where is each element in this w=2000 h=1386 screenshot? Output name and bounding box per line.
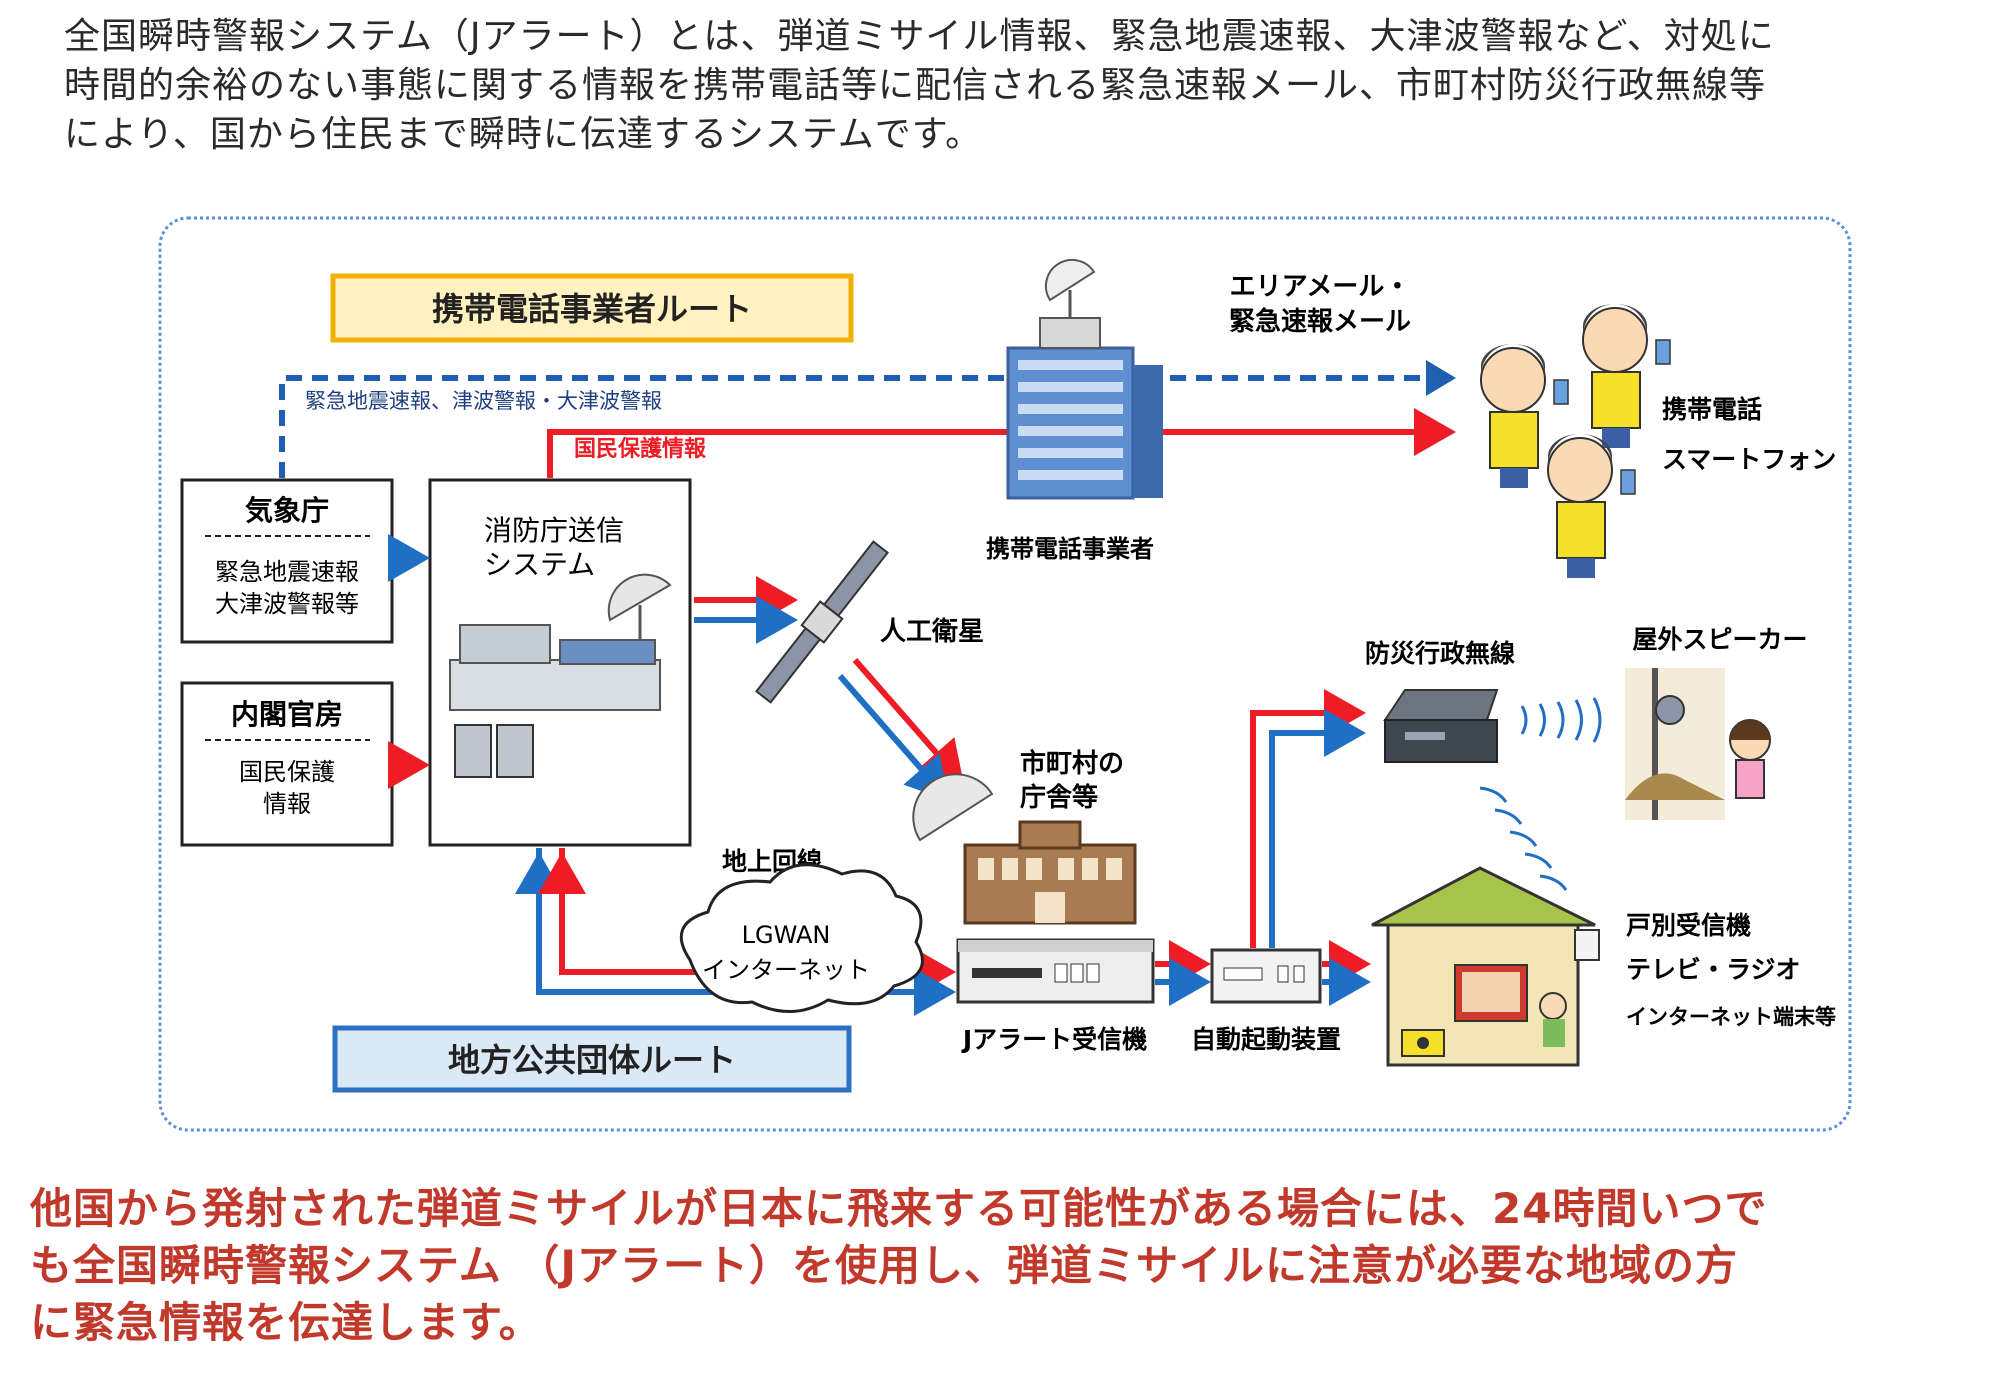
phone-label: 携帯電話	[1662, 395, 1762, 424]
carrier-label: 携帯電話事業者	[986, 535, 1154, 563]
area-mail-line2: 緊急速報メール	[1229, 307, 1411, 337]
intro-line: 全国瞬時警報システム（Jアラート）とは、弾道ミサイル情報、緊急地震速報、大津波警…	[64, 16, 1775, 57]
satellite-icon	[755, 540, 889, 704]
warning-line: 他国から発射された弾道ミサイルが日本に飛来する可能性がある場合には、24時間いつ…	[30, 1184, 1768, 1233]
intro-line: により、国から住民まで瞬時に伝達するシステムです。	[64, 114, 983, 155]
civil-protection-text: 国民保護情報	[574, 436, 707, 462]
warning-line: も全国瞬時警報システム （Jアラート）を使用し、弾道ミサイルに注意が必要な地域の…	[30, 1241, 1738, 1290]
speaker-icon	[1625, 668, 1771, 820]
control-console-icon	[449, 573, 672, 778]
intro-paragraph: 全国瞬時警報システム（Jアラート）とは、弾道ミサイル情報、緊急地震速報、大津波警…	[64, 12, 1964, 159]
tv-radio-label: テレビ・ラジオ	[1626, 955, 1801, 984]
diagram-frame	[158, 216, 1852, 1132]
autostart-to-radio-blue	[1269, 709, 1366, 948]
person-phone-icon	[1582, 304, 1671, 448]
internet-terminal-label: インターネット端末等	[1626, 1005, 1836, 1029]
jma-line1: 緊急地震速報	[215, 558, 359, 586]
radio-equipment-icon	[1383, 689, 1499, 763]
j-alert-receiver-icon	[956, 938, 1155, 1004]
mobile-route-label: 携帯電話事業者ルート	[432, 290, 752, 328]
lgwan-line1: LGWAN	[742, 921, 831, 949]
warning-line: に緊急情報を伝達します。	[30, 1298, 542, 1347]
municipal-line2: 庁舎等	[1020, 782, 1098, 813]
municipal-line1: 市町村の	[1020, 748, 1124, 779]
radio-label: 防災行政無線	[1365, 639, 1515, 668]
quake-route-text: 緊急地震速報、津波警報・大津波警報	[305, 389, 662, 413]
radio-waves-icon	[1479, 697, 1602, 891]
fdma-line2: システム	[484, 548, 595, 581]
quake-route-line	[279, 360, 1456, 478]
auto-start-label: 自動起動装置	[1191, 1025, 1341, 1054]
auto-start-device-icon	[1210, 948, 1322, 1004]
person-phone-icon	[1480, 344, 1569, 488]
lgwan-cloud-icon	[679, 863, 924, 1013]
fdma-line1: 消防庁送信	[484, 514, 624, 547]
satellite-label: 人工衛星	[880, 617, 984, 647]
cabinet-box	[180, 681, 394, 847]
local-route-label: 地方公共団体ルート	[448, 1041, 736, 1079]
carrier-building-icon	[1006, 258, 1163, 500]
warning-paragraph: 他国から発射された弾道ミサイルが日本に飛来する可能性がある場合には、24時間いつ…	[30, 1180, 1980, 1351]
person-phone-icon	[1547, 434, 1636, 578]
jma-line2: 大津波警報等	[215, 590, 359, 618]
cabinet-line1: 国民保護	[239, 758, 335, 786]
house-icon	[1371, 866, 1600, 1067]
home-receiver-label: 戸別受信機	[1626, 911, 1751, 940]
local-route-box	[332, 1025, 852, 1093]
speaker-label: 屋外スピーカー	[1632, 625, 1807, 654]
smartphone-label: スマートフォン	[1662, 445, 1836, 474]
jma-box	[180, 478, 394, 644]
area-mail-line1: エリアメール・	[1230, 272, 1411, 302]
receiver-label: Jアラート受信機	[961, 1025, 1147, 1054]
jma-title: 気象庁	[245, 494, 329, 527]
satellite-to-municipal-blue	[837, 674, 949, 801]
cabinet-title: 内閣官房	[231, 698, 343, 731]
cabinet-line2: 情報	[263, 790, 311, 818]
mobile-route-box	[330, 273, 854, 343]
satellite-to-municipal-red	[852, 658, 964, 785]
municipal-building-icon	[912, 773, 1137, 925]
lgwan-line2: インターネット	[702, 956, 870, 984]
intro-line: 時間的余裕のない事態に関する情報を携帯電話等に配信される緊急速報メール、市町村防…	[64, 65, 1767, 106]
